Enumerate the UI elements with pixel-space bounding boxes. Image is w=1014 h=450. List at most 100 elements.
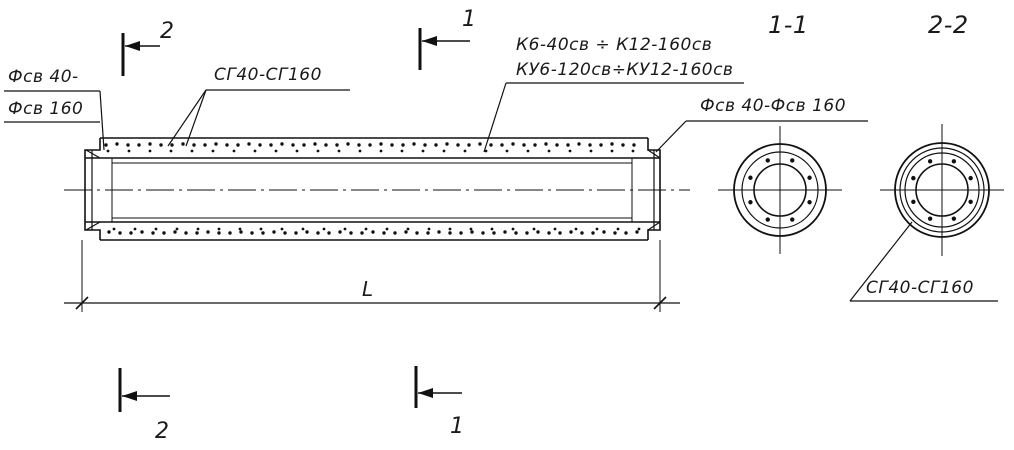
rebar-dot	[272, 230, 276, 234]
rebar-dot	[514, 231, 518, 235]
rebar-dot	[107, 230, 111, 234]
rebar-dot	[415, 231, 419, 235]
rebar-dot	[170, 143, 174, 147]
rebar-dot	[118, 231, 122, 235]
rebar-dot	[951, 216, 957, 221]
rebar-dot	[574, 227, 578, 231]
ring-dots-top	[106, 149, 641, 231]
rebar-dot	[951, 159, 957, 164]
top-spiral-label: СГ40-СГ160	[214, 65, 322, 85]
rebar-dot	[434, 143, 438, 147]
rebar-dot	[239, 230, 243, 234]
rebar-dot	[269, 143, 273, 147]
rebar-dot	[390, 143, 394, 147]
pipe-side-view	[64, 137, 690, 241]
rebar-dot	[259, 227, 263, 231]
rebar-dot	[154, 227, 158, 231]
section-1-rebar-dots	[748, 158, 812, 222]
rebar-dot	[327, 231, 331, 235]
rebar-dot	[173, 230, 177, 234]
rebar-dot	[569, 230, 573, 234]
rebar-dot	[294, 231, 298, 235]
rebar-dot	[445, 142, 449, 146]
cut-label-bottom-1: 1	[450, 414, 465, 439]
rebar-dot	[322, 227, 326, 231]
rebar-dot	[613, 231, 617, 235]
rebar-dot	[968, 199, 973, 205]
rebar-dot	[148, 142, 152, 146]
rebar-dot	[291, 143, 295, 147]
rebar-dot	[610, 149, 614, 153]
rebar-dot	[577, 142, 581, 146]
rebar-dot	[481, 231, 485, 235]
rebar-dot	[349, 231, 353, 235]
rebar-dot	[261, 231, 265, 235]
rebar-dot	[807, 200, 812, 205]
rebar-dot	[489, 143, 493, 147]
rebar-dot	[500, 143, 504, 147]
rebar-dot	[511, 227, 515, 231]
rebar-dot	[337, 149, 341, 153]
rebar-dot	[404, 230, 408, 234]
rebar-dot	[338, 230, 342, 234]
rebar-dot	[129, 231, 133, 235]
rebar-dot	[301, 227, 305, 231]
rebar-dot	[568, 149, 572, 153]
rebar-dot	[203, 143, 207, 147]
section-spiral-callout: СГ40-СГ160	[849, 221, 998, 302]
rebar-dot	[148, 149, 152, 153]
rebar-dot	[595, 227, 599, 231]
cut-label-bottom-2: 2	[155, 419, 170, 444]
cut-marker-bottom-1: 1	[414, 366, 465, 439]
rebar-dot	[181, 142, 185, 146]
rebar-dot	[467, 143, 471, 147]
rebar-dot	[492, 231, 496, 235]
rebar-dot	[196, 227, 200, 231]
rebar-dot	[274, 149, 278, 153]
rebar-dot	[448, 231, 452, 235]
rebar-dot	[346, 142, 350, 146]
rebar-dot	[385, 227, 389, 231]
rebar-dot	[217, 227, 221, 231]
rebar-dot	[225, 143, 229, 147]
rebar-dot	[214, 142, 218, 146]
rebar-dot	[505, 149, 509, 153]
right-fitting-label: Фсв 40-Фсв 160	[700, 96, 846, 116]
rebar-dot	[192, 143, 196, 147]
rebar-dot	[591, 231, 595, 235]
rebar-dot	[368, 143, 372, 147]
rebar-dot	[112, 227, 116, 231]
rebar-dot	[490, 227, 494, 231]
left-fitting-callout: Фсв 40- Фсв 160	[4, 67, 105, 151]
rebar-dot	[295, 149, 299, 153]
section-2-rebar-dots	[911, 159, 973, 221]
rebar-dot	[280, 142, 284, 146]
rebar-dot	[250, 231, 254, 235]
rebar-dot	[364, 227, 368, 231]
rebar-dot	[927, 159, 933, 164]
cut-marker-bottom-2: 2	[118, 368, 170, 444]
rebar-dot	[211, 149, 215, 153]
rebar-dot	[400, 149, 404, 153]
rebar-dot	[195, 231, 199, 235]
rebar-dot	[302, 143, 306, 147]
rings-label-2: КУ6-120св÷КУ12-160св	[516, 60, 733, 80]
rebar-dot	[406, 227, 410, 231]
rebar-dot	[379, 142, 383, 146]
rebar-dot	[525, 231, 529, 235]
rebar-dot	[343, 227, 347, 231]
rebar-dot	[115, 142, 119, 146]
rebar-dot	[421, 149, 425, 153]
rebar-dot	[463, 149, 467, 153]
rebar-dot	[532, 227, 536, 231]
rebar-dot	[253, 149, 257, 153]
rebar-dot	[159, 143, 163, 147]
rebar-dot	[765, 158, 770, 163]
section-2-2	[880, 124, 1004, 256]
left-fitting-label-2: Фсв 160	[8, 99, 83, 119]
rebar-dot	[324, 143, 328, 147]
rebar-dot	[522, 143, 526, 147]
top-spiral-callout: СГ40-СГ160	[167, 65, 350, 147]
rebar-dot	[382, 231, 386, 235]
